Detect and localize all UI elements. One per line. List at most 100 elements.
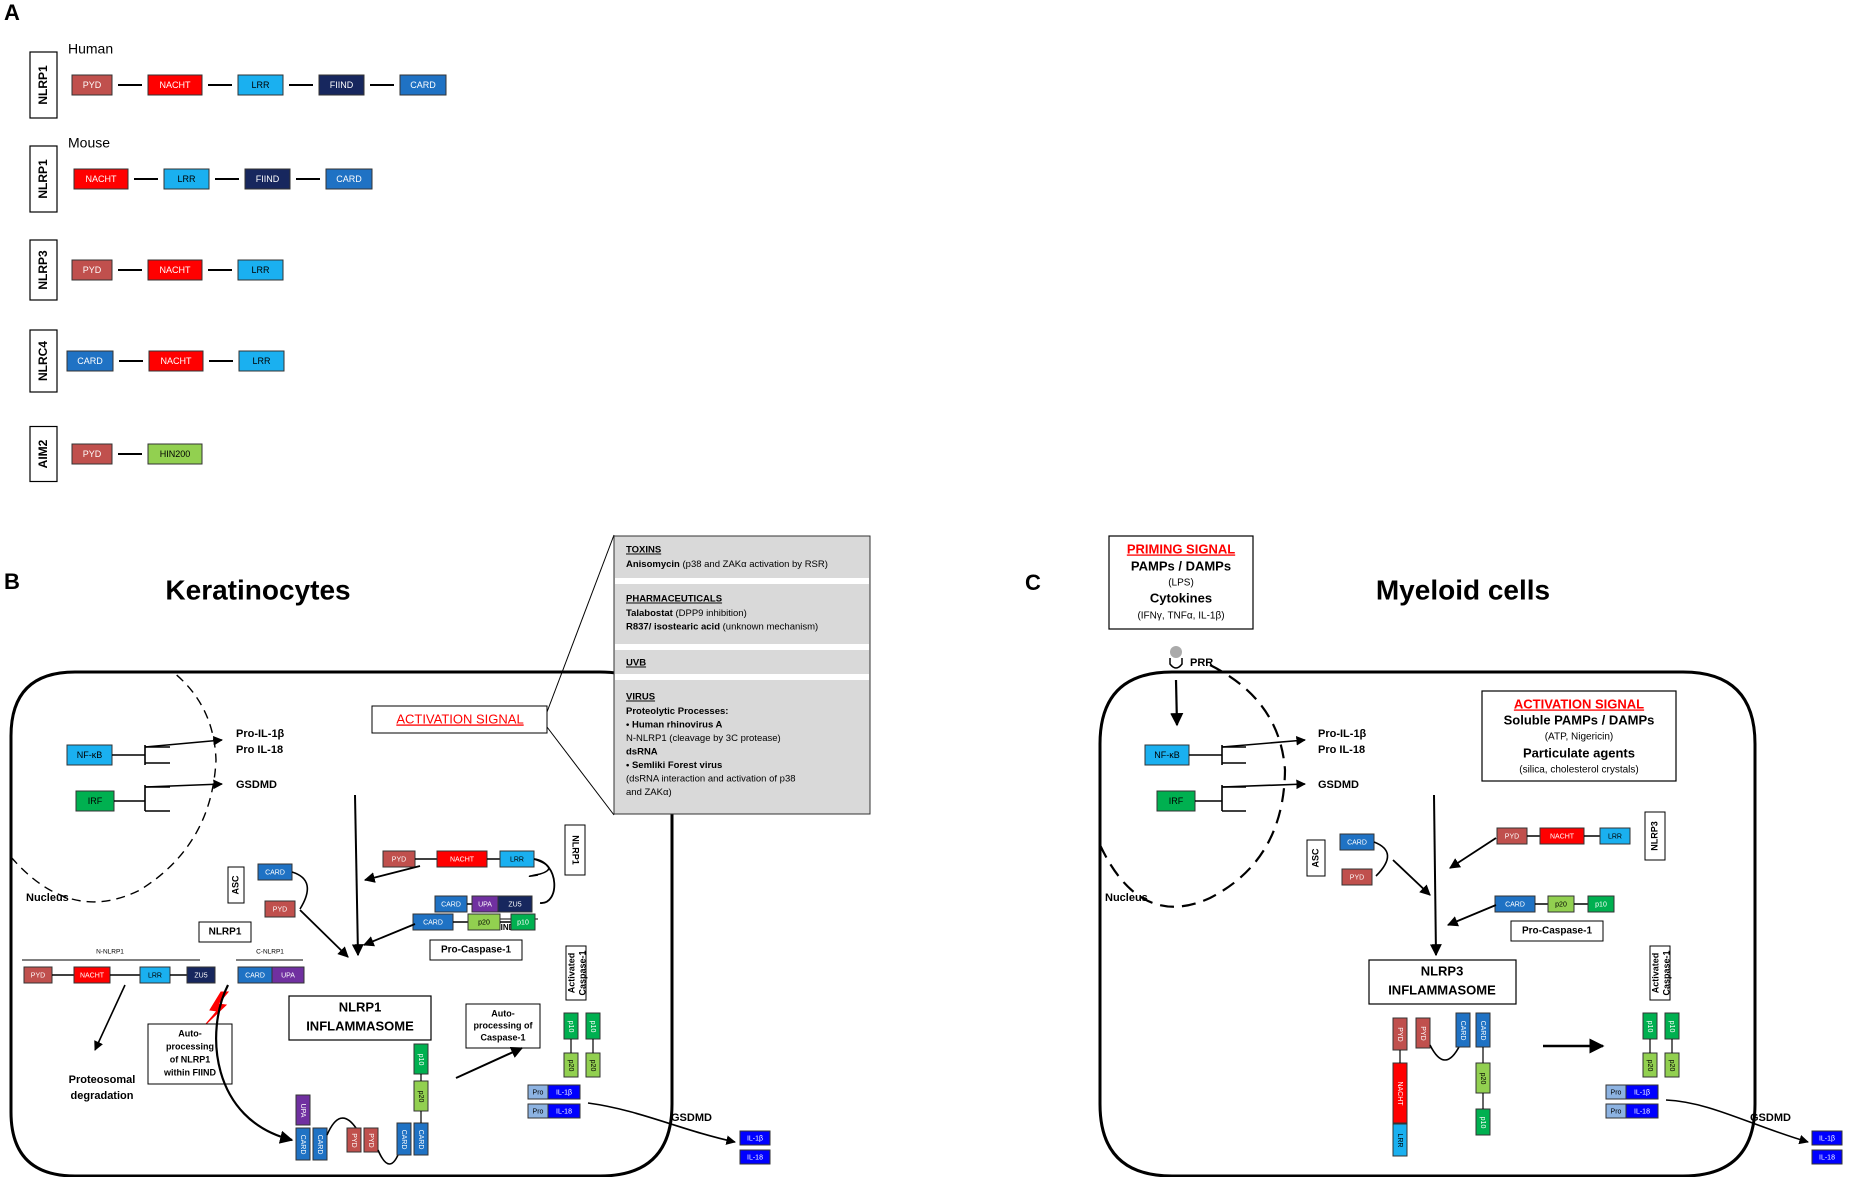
- activation-signal-box: [371, 705, 548, 734]
- species-label: Human: [68, 41, 113, 57]
- domain-label: CARD: [1459, 1021, 1466, 1041]
- domain-label: CARD: [410, 80, 436, 90]
- protein-name: NLRP1: [36, 159, 50, 199]
- nlrp1-side-box: [564, 824, 586, 876]
- domain-il1: [1811, 1130, 1843, 1146]
- domain-label: p10: [567, 1021, 574, 1033]
- protein-name: NLRP3: [36, 250, 50, 290]
- protein-name-box: [29, 329, 58, 393]
- stimulus-line: Anisomycin (p38 and ZAKα activation by R…: [626, 559, 828, 570]
- domain-label: Pro: [1611, 1089, 1622, 1096]
- domain-label: LRR: [1608, 833, 1622, 840]
- priming-arrow: [1170, 679, 1184, 727]
- connector-line: [144, 736, 223, 748]
- pro-il1b-label: Pro-IL-1β: [1318, 728, 1367, 740]
- connector-line: [1447, 904, 1497, 927]
- domain-label: p10: [1479, 1117, 1486, 1129]
- nlrp1-label: NLRP1: [209, 927, 242, 938]
- priming-line: (LPS): [1168, 578, 1194, 589]
- domain-label: PYD: [273, 906, 287, 913]
- activated-label: Activated: [566, 953, 576, 994]
- protein-name: AIM2: [36, 439, 50, 468]
- connector-line: [1429, 794, 1442, 957]
- domain-label: CARD: [336, 174, 362, 184]
- domain-label: p20: [567, 1060, 574, 1072]
- connector-line: [546, 534, 615, 713]
- domain-label: p20: [417, 1091, 424, 1103]
- domain-label: CARD: [77, 356, 103, 366]
- domain-label: NACHT: [160, 80, 192, 90]
- domain-label: FIIND: [330, 80, 354, 90]
- domain-pyd: [71, 74, 113, 96]
- domain-label: CARD: [245, 972, 265, 979]
- nlrp1-side-label: NLRP1: [571, 835, 581, 865]
- inflammasome-label: NLRP3: [1421, 963, 1464, 978]
- stimulus-heading: PHARMACEUTICALS: [626, 594, 722, 605]
- nucleus-outline: [10, 671, 217, 903]
- domain-label: UPA: [478, 901, 492, 908]
- procasp-label: Pro-Caspase-1: [441, 945, 511, 956]
- domain-label: IL-1β: [747, 1135, 763, 1142]
- domain-label: ZU5: [194, 972, 207, 979]
- priming-line: PAMPs / DAMPs: [1131, 558, 1231, 573]
- nlrp1-inflammasome-box: [288, 995, 432, 1041]
- domain-label: IL-18: [747, 1154, 763, 1161]
- connector-line: [363, 865, 421, 883]
- protein-name-box: [29, 51, 58, 119]
- stimuli-divider: [615, 674, 869, 680]
- auto-fiind-text: Auto-: [178, 1028, 202, 1038]
- domain-label: Pro: [1611, 1108, 1622, 1115]
- domain-label: p10: [517, 919, 529, 926]
- gsdmd-pore-label: GSDMD: [671, 1112, 712, 1124]
- auto-casp-text: processing of: [473, 1020, 533, 1030]
- gsdmd-label: GSDMD: [1318, 779, 1359, 791]
- protein-name: NLRC4: [36, 341, 50, 381]
- activation-line: (ATP, Nigericin): [1545, 732, 1614, 743]
- domain-label: NF-κB: [77, 750, 103, 760]
- domain-label: CARD: [1505, 901, 1525, 908]
- gsdmd-arrow: [1665, 1099, 1809, 1145]
- protein-name-box: [29, 239, 58, 301]
- domain-card: [66, 350, 114, 372]
- domain-label: CARD: [417, 1130, 424, 1150]
- panel-c-letter: C: [1025, 570, 1041, 595]
- activated-casp-box: [1649, 945, 1671, 1001]
- activation-box: [1481, 690, 1677, 782]
- activated-label: Caspase-1: [1661, 950, 1671, 995]
- domain-il1: [739, 1130, 771, 1146]
- domain-pyd: [363, 1127, 379, 1153]
- domain-label: Pro: [533, 1089, 544, 1096]
- domain-il1: [547, 1084, 581, 1100]
- asc-box: [1306, 839, 1326, 877]
- activated-label: Activated: [1650, 953, 1660, 994]
- domain-label: p10: [1595, 901, 1607, 908]
- gsdmd-label: GSDMD: [236, 779, 277, 791]
- domain-label: ZU5: [508, 901, 521, 908]
- asc-box: [227, 866, 245, 904]
- nucleus-outline: [1099, 664, 1287, 908]
- stimulus-line: • Human rhinovirus A: [626, 719, 723, 730]
- domain-label: PYD: [83, 80, 102, 90]
- nlrp1-to-inflammasome-arrow: [215, 984, 294, 1144]
- domain-label: CARD: [400, 1130, 407, 1150]
- activation-line: Particulate agents: [1523, 745, 1635, 760]
- stimulus-heading: VIRUS: [626, 692, 655, 703]
- domain-il18: [1625, 1103, 1659, 1119]
- gsdmd-arrow: [587, 1102, 736, 1145]
- domain-label: PYD: [83, 265, 102, 275]
- panel-a-letter: A: [4, 0, 20, 25]
- auto-casp-text: Caspase-1: [480, 1032, 525, 1042]
- nlrp1-box: [198, 921, 252, 943]
- stimulus-line: Proteolytic Processes:: [626, 706, 728, 717]
- procasp-box: [1510, 920, 1604, 942]
- domain-label: IRF: [1169, 796, 1184, 806]
- domain-label: HIN200: [160, 449, 191, 459]
- asc-label: ASC: [1310, 848, 1320, 868]
- procasp-box: [429, 939, 523, 961]
- domain-label: NACHT: [161, 356, 193, 366]
- n-nlrp1-label: N-NLRP1: [96, 949, 124, 956]
- domain-label: PYD: [367, 1133, 374, 1147]
- nlrp3-label: NLRP3: [1649, 821, 1659, 851]
- domain-card: [325, 168, 373, 190]
- connector-line: [1221, 779, 1306, 790]
